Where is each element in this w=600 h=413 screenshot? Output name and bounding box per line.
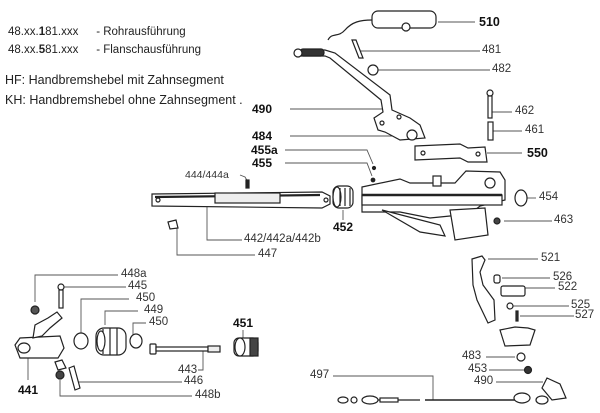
part-455a-pin [371,165,377,171]
variant-legend-row-tube: 48.xx.181.xxx - Rohrausführung [8,26,186,38]
part-451-bush [233,337,259,357]
variant-code: 48.xx.581.xxx [8,44,79,56]
part-455-pin [370,177,376,183]
leader-447 [176,228,255,256]
label-482: 482 [492,63,512,75]
variant-description: - Flanschausführung [96,44,202,56]
leader-443 [198,350,204,371]
label-483: 483 [462,350,482,362]
leader-442 [206,205,242,241]
label-444-444a: 444/444a [185,169,229,181]
label-441: 441 [18,383,39,397]
part-484-washer [406,129,418,141]
label-527: 527 [575,309,595,321]
part-452-bushing [332,185,354,209]
variant-code: 48.xx.181.xxx [8,26,79,38]
label-455a: 455a [251,143,278,157]
part-446-bolt [68,365,81,391]
label-443: 443 [178,364,198,376]
label-451: 451 [233,316,254,330]
part-482-washer [367,64,379,76]
part-453-nut [523,365,533,375]
part-522-block [500,285,526,297]
part-463-nut [493,217,501,225]
label-521: 521 [541,252,561,264]
label-461: 461 [525,124,545,136]
note-key: KH: [5,93,26,107]
label-448a: 448a [121,268,147,280]
part-447-clip [167,219,179,230]
part-441-coupling-head [14,311,65,359]
part-444-pin [245,179,250,189]
part-527-screw [515,310,519,322]
part-clip [54,359,67,371]
part-462-bolt [486,89,494,119]
label-510: 510 [479,15,500,29]
variant-legend-row-flange: 48.xx.581.xxx - Flanschausführung [8,44,201,56]
part-490-segment [541,377,567,401]
label-455: 455 [252,156,273,170]
part-plate [499,326,536,347]
part-445-bolt [57,283,65,309]
part-454-ring [514,189,528,207]
leader-449 [104,310,138,325]
label-481: 481 [482,44,502,56]
leader-448a [34,274,118,302]
note-kh: KH: Handbremshebel ohne Zahnsegment . [5,93,243,107]
label-453: 453 [468,363,488,375]
label-448b: 448b [195,389,221,401]
leader-450b [132,322,146,338]
part-526-pin [493,274,501,284]
part-450-ring-right [129,333,143,349]
leader-455a [285,149,374,165]
part-450-ring-left [73,332,89,350]
label-442-442a-442b: 442/442a/442b [244,233,321,245]
label-450-bottom: 450 [149,316,169,328]
label-449: 449 [144,304,164,316]
part-449-bellows [95,327,127,356]
label-497: 497 [310,369,330,381]
part-483-washer [516,352,526,362]
label-550: 550 [527,146,548,160]
part-461-sleeve [487,121,494,141]
variant-description: - Rohrausführung [96,26,186,38]
label-463: 463 [554,214,574,226]
part-448a-nut [30,305,40,315]
part-490-ring [535,395,549,405]
label-484: 484 [252,129,273,143]
part-497-cable [337,392,531,405]
part-443-pushrod [149,343,221,355]
label-526: 526 [553,271,573,283]
label-490-bottom: 490 [474,375,494,387]
leader-448b [59,380,192,397]
label-525: 525 [571,299,591,311]
note-key: HF: [5,73,26,87]
part-521-lever [471,255,496,324]
part-490-handbrake-lever [293,48,426,141]
label-454: 454 [539,191,559,203]
label-445: 445 [128,280,148,292]
part-525-washer [506,302,514,310]
leader-450a [80,298,129,338]
part-550-bracket [414,143,488,163]
part-442-drawbar-tube [151,191,331,209]
part-510-spring-damper [327,10,437,41]
note-text: Handbremshebel mit Zahnsegment [28,73,224,87]
label-452: 452 [333,220,354,234]
leader-497 [333,375,434,400]
note-text: Handbremshebel ohne Zahnsegment . [29,93,243,107]
label-450-top: 450 [136,292,156,304]
part-main-housing [361,170,506,241]
leader-455 [285,162,373,177]
label-447: 447 [258,248,278,260]
label-446: 446 [184,375,204,387]
note-hf: HF: Handbremshebel mit Zahnsegment [5,73,224,87]
part-448b-nut [55,370,65,380]
part-481-pin [351,39,364,59]
label-462: 462 [515,105,535,117]
label-490-top: 490 [252,102,273,116]
label-522: 522 [558,281,578,293]
